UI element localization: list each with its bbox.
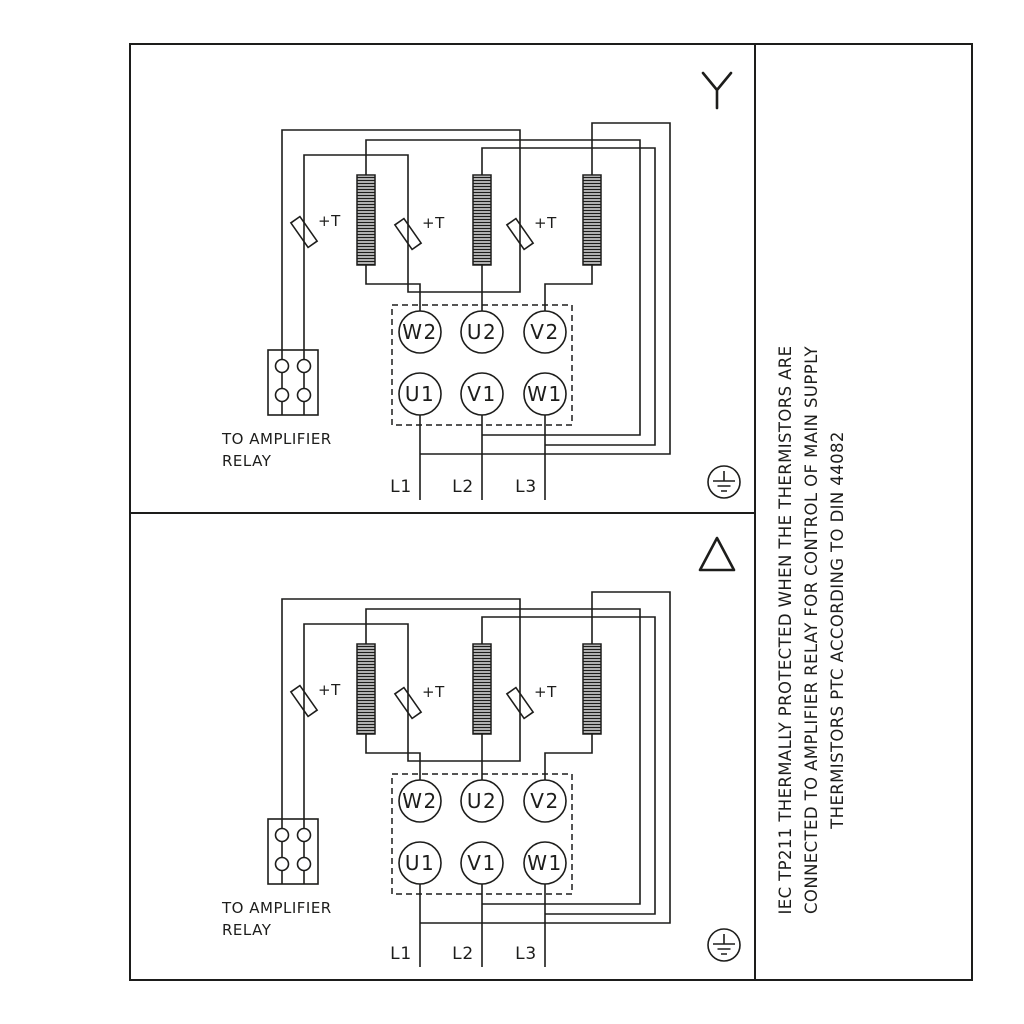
thermistor-lead-wiring — [303, 214, 521, 252]
terminal-label: U2 — [467, 320, 497, 344]
thermistor-lead-wiring — [303, 683, 521, 721]
terminal: V1 — [460, 372, 504, 416]
terminal-block — [391, 773, 573, 895]
terminal: U2 — [460, 310, 504, 354]
winding-coil — [472, 174, 492, 266]
terminal: W1 — [523, 372, 567, 416]
terminal-label: V2 — [530, 320, 559, 344]
thermistor-label: +T — [422, 214, 445, 232]
thermistor: +T — [289, 212, 341, 249]
supply-label-l1: L1 — [390, 477, 412, 497]
supply-wiring — [419, 415, 546, 500]
thermistor: +T — [505, 214, 557, 251]
terminal-label: W1 — [527, 851, 563, 875]
thermistor-label: +T — [534, 214, 557, 232]
winding-coil — [356, 643, 376, 735]
earth-ground-icon — [707, 465, 741, 499]
winding-wiring — [365, 591, 671, 924]
terminal-label: V1 — [467, 851, 496, 875]
terminal-label: W2 — [402, 320, 438, 344]
thermistor-label: +T — [534, 683, 557, 701]
terminal-label: U1 — [405, 851, 435, 875]
relay-note-line2: RELAY — [222, 452, 272, 470]
terminal: V2 — [523, 779, 567, 823]
thermistor-label: +T — [318, 681, 341, 699]
terminal: W2 — [398, 310, 442, 354]
supply-label-l3: L3 — [515, 477, 537, 497]
terminal: W2 — [398, 779, 442, 823]
winding-coil — [582, 174, 602, 266]
terminal: W1 — [523, 841, 567, 885]
thermistor: +T — [289, 681, 341, 718]
terminal: U2 — [460, 779, 504, 823]
supply-label-l2: L2 — [452, 944, 474, 964]
thermistor-chain-wiring — [281, 129, 521, 350]
supply-wiring — [419, 884, 546, 967]
supply-label-l1: L1 — [390, 944, 412, 964]
side-note: IEC TP211 THERMALLY PROTECTED WHEN THE T… — [776, 346, 847, 915]
supply-label-l3: L3 — [515, 944, 537, 964]
terminal: V1 — [460, 841, 504, 885]
terminal-block — [391, 304, 573, 426]
thermistor: +T — [393, 683, 445, 720]
terminal-label: U1 — [405, 382, 435, 406]
thermistor-chain-wiring — [281, 598, 521, 819]
supply-label-l2: L2 — [452, 477, 474, 497]
amplifier-relay-connector — [267, 818, 319, 885]
thermistor: +T — [393, 214, 445, 251]
winding-coil — [472, 643, 492, 735]
winding-coil — [582, 643, 602, 735]
side-note-line3: THERMISTORS PTC ACCORDING TO DIN 44082 — [828, 431, 847, 830]
panel-star: +T +T +T W2 U2 V2 U1 V1 — [221, 71, 741, 500]
side-note-line1: IEC TP211 THERMALLY PROTECTED WHEN THE T… — [776, 346, 795, 915]
star-symbol — [701, 71, 733, 110]
thermistor: +T — [505, 683, 557, 720]
terminal-label: W2 — [402, 789, 438, 813]
terminal-label: V2 — [530, 789, 559, 813]
winding-wiring — [365, 122, 671, 455]
terminal: V2 — [523, 310, 567, 354]
terminal-label: V1 — [467, 382, 496, 406]
thermistor-label: +T — [318, 212, 341, 230]
terminal-label: U2 — [467, 789, 497, 813]
winding-coil — [356, 174, 376, 266]
terminal: U1 — [398, 841, 442, 885]
relay-note-line1: TO AMPLIFIER — [221, 430, 332, 448]
amplifier-relay-connector — [267, 349, 319, 416]
thermistor-label: +T — [422, 683, 445, 701]
terminal-label: W1 — [527, 382, 563, 406]
relay-note-line1: TO AMPLIFIER — [221, 899, 332, 917]
delta-symbol — [698, 536, 736, 572]
relay-note-line2: RELAY — [222, 921, 272, 939]
panel-delta: +T +T +T W2 U2 V2 U1 V1 — [221, 536, 741, 967]
side-note-line2: CONNECTED TO AMPLIFIER RELAY FOR CONTROL… — [802, 346, 821, 914]
terminal: U1 — [398, 372, 442, 416]
earth-ground-icon — [707, 928, 741, 962]
